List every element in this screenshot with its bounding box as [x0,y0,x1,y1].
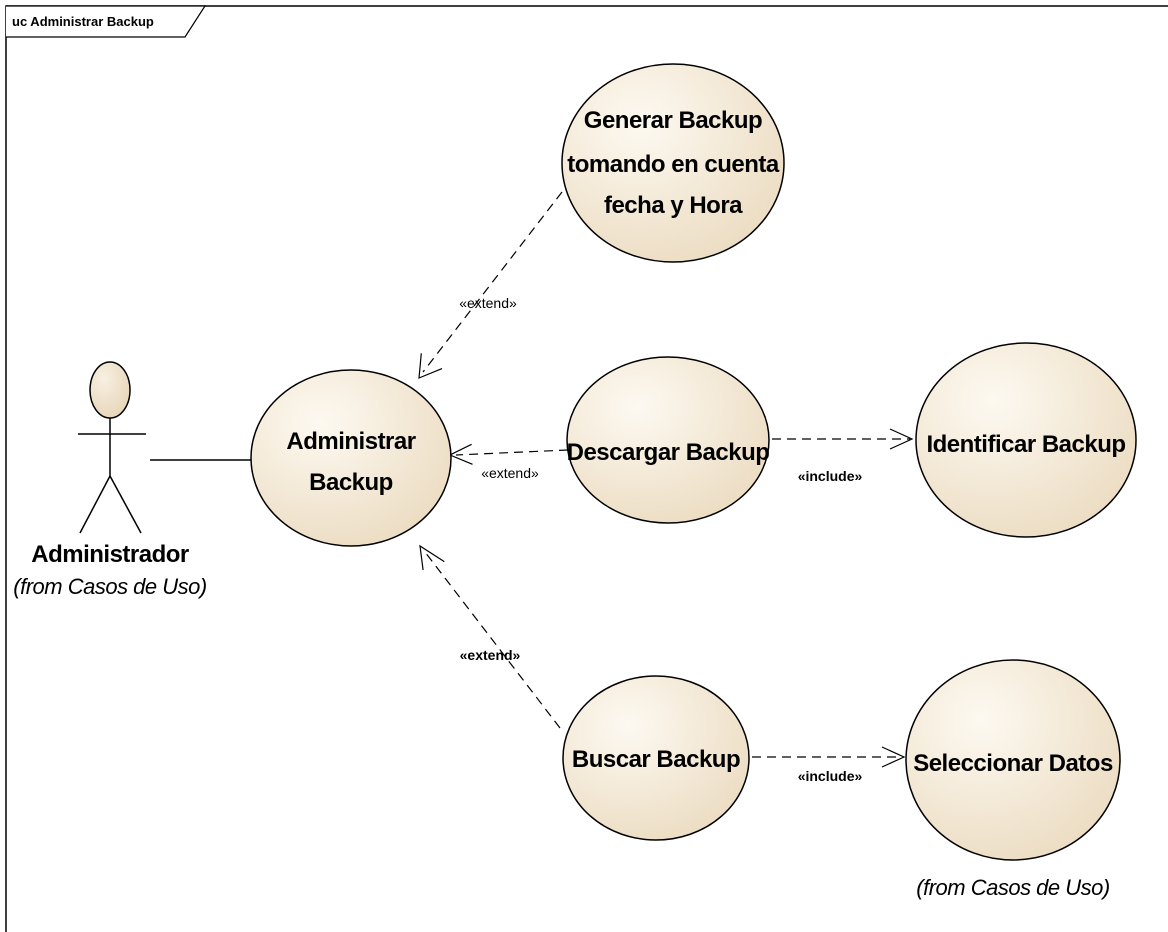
usecase-administrar-line1: Administrar [286,428,415,455]
usecase-descargar-label: Descargar Backup [567,439,770,466]
actor-administrador[interactable]: Administrador (from Casos de Uso) [13,361,207,599]
usecase-descargar-backup[interactable]: Descargar Backup [566,356,770,524]
usecase-administrar-backup[interactable]: Administrar Backup [250,369,452,547]
usecase-buscar-backup[interactable]: Buscar Backup [562,675,750,841]
relation-descargar-extend: «extend» [448,443,569,481]
diagram-frame: uc Administrar Backup [5,5,1168,932]
actor-left-leg [79,475,111,534]
usecase-identificar-label: Identificar Backup [926,431,1125,458]
seleccionar-from-label: (from Casos de Uso) [916,875,1110,900]
usecase-seleccionar-label: Seleccionar Datos [913,750,1113,777]
usecase-generar-line2: tomando en cuenta [567,151,780,178]
extend-label-buscar: «extend» [460,647,521,663]
relation-buscar-include: «include» [752,746,906,784]
usecase-buscar-label: Buscar Backup [572,746,740,773]
usecase-administrar-line2: Backup [309,469,393,496]
relation-generar-extend: «extend» [418,191,563,379]
usecase-seleccionar-datos[interactable]: Seleccionar Datos [905,659,1121,861]
include-label-descargar: «include» [798,468,863,484]
frame-title: uc Administrar Backup [12,14,154,29]
usecase-generar-backup[interactable]: Generar Backup tomando en cuenta fecha y… [561,63,785,263]
actor-right-leg [109,475,142,534]
usecase-generar-line1: Generar Backup [584,107,762,134]
include-label-buscar: «include» [798,768,863,784]
usecase-identificar-backup[interactable]: Identificar Backup [915,342,1137,538]
actor-head [89,361,131,419]
relation-descargar-include: «include» [772,428,914,484]
usecase-generar-line3: fecha y Hora [604,192,743,219]
extend-label-generar: «extend» [459,295,517,311]
relation-buscar-extend: «extend» [419,544,561,729]
actor-name: Administrador [31,541,189,568]
extend-label-descargar: «extend» [481,465,539,481]
actor-from-label: (from Casos de Uso) [13,574,207,599]
